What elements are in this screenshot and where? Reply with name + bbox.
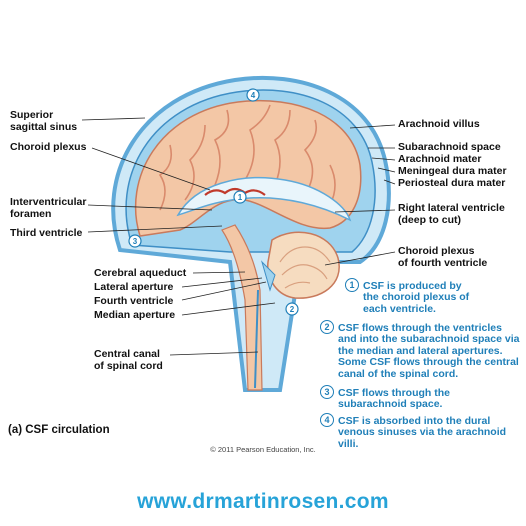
label-subarachnoid-space: Subarachnoid space — [398, 141, 501, 153]
brainstem — [221, 224, 263, 391]
label-arachnoid-villus: Arachnoid villus — [398, 118, 480, 130]
label-choroid-plexus: Choroid plexus — [10, 141, 87, 153]
label-interventricular-foramen: Interventricular foramen — [10, 196, 87, 220]
svg-text:4: 4 — [251, 91, 256, 100]
fourth-ventricle — [260, 260, 276, 292]
label-lateral-aperture: Lateral aperture — [94, 281, 174, 293]
label-third-ventricle: Third ventricle — [10, 227, 83, 239]
marker-1: 1 — [233, 190, 247, 204]
step-3-text: CSF flows through the subarachnoid space… — [338, 386, 450, 410]
figure-caption: (a) CSF circulation — [8, 424, 110, 436]
svg-text:3: 3 — [133, 237, 138, 246]
label-choroid-plexus-fourth: Choroid plexus of fourth ventricle — [398, 245, 488, 269]
cerebellum-folia — [279, 246, 331, 289]
copyright-notice: © 2011 Pearson Education, Inc. — [210, 445, 316, 454]
marker-3: 3 — [128, 234, 142, 248]
label-periosteal-dura-mater: Periosteal dura mater — [398, 177, 506, 189]
step-3-number: 3 — [320, 385, 334, 399]
step-4-number: 4 — [320, 413, 334, 427]
leader-lines-left — [81, 117, 276, 356]
step-4-text: CSF is absorbed into the dural venous si… — [338, 414, 507, 450]
step-1: 1 CSF is produced by the choroid plexus … — [345, 278, 469, 315]
label-cerebral-aqueduct: Cerebral aqueduct — [94, 267, 187, 279]
label-superior-sagittal-sinus: Superior sagittal sinus — [10, 109, 78, 133]
step-2-text: CSF flows through the ventricles and int… — [338, 321, 520, 380]
step-4: 4 CSF is absorbed into the dural venous … — [320, 413, 526, 450]
lateral-ventricle — [176, 176, 352, 222]
marker-4: 4 — [246, 88, 260, 102]
website-link[interactable]: www.drmartinrosen.com — [137, 490, 389, 513]
label-fourth-ventricle: Fourth ventricle — [94, 295, 174, 307]
label-median-aperture: Median aperture — [94, 309, 176, 321]
step-1-text: CSF is produced by the choroid plexus of… — [363, 279, 470, 315]
step-1-number: 1 — [345, 278, 359, 292]
label-central-canal: Central canal of spinal cord — [94, 348, 163, 372]
step-2: 2 CSF flows through the ventricles and i… — [320, 320, 519, 380]
marker-2: 2 — [285, 302, 299, 316]
svg-text:1: 1 — [238, 193, 243, 202]
step-2-number: 2 — [320, 320, 334, 334]
svg-text:2: 2 — [290, 305, 295, 314]
label-arachnoid-mater: Arachnoid mater — [398, 153, 482, 165]
label-right-lateral-ventricle: Right lateral ventricle (deep to cut) — [398, 202, 505, 226]
step-3: 3 CSF flows through the subarachnoid spa… — [320, 385, 450, 411]
spinal-canal — [254, 289, 259, 389]
label-meningeal-dura-mater: Meningeal dura mater — [398, 165, 507, 177]
leader-lines-right — [324, 124, 396, 266]
choroid-plexus-shape — [204, 187, 266, 196]
